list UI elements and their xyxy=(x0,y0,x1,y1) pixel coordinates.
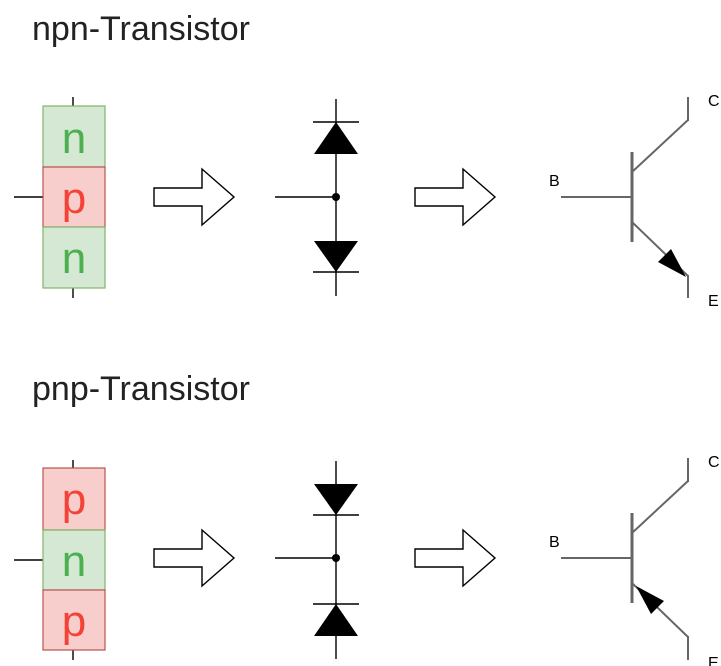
emitter-label: E xyxy=(708,655,719,666)
layer-stack: p n p xyxy=(14,460,106,660)
base-label: B xyxy=(549,173,560,190)
diode-triangle-bottom xyxy=(314,241,358,272)
layer-top xyxy=(42,467,106,531)
hollow-arrow xyxy=(153,529,235,587)
collector-lead xyxy=(631,480,689,534)
npn-section: npn-Transistor n p n xyxy=(14,10,720,310)
layer-bottom xyxy=(42,589,106,651)
layer-middle-label: n xyxy=(62,537,86,586)
section-title: npn-Transistor xyxy=(32,10,250,48)
layer-stack: n p n xyxy=(14,97,106,298)
junction-dot xyxy=(332,193,340,201)
hollow-arrow xyxy=(414,529,496,587)
diode-triangle-top xyxy=(314,122,358,154)
layer-top-label: n xyxy=(62,114,86,163)
transistor-symbol xyxy=(561,97,689,298)
layer-bottom-label: p xyxy=(62,597,86,646)
base-label: B xyxy=(549,534,560,551)
emitter-arrow xyxy=(636,586,664,614)
diode-pair xyxy=(275,461,359,659)
junction-dot xyxy=(332,554,340,562)
pnp-section: pnp-Transistor p n p xyxy=(14,370,720,666)
diode-pair xyxy=(275,99,359,296)
emitter-label: E xyxy=(708,293,719,310)
layer-bottom xyxy=(42,226,106,289)
layer-top xyxy=(42,105,106,168)
layer-top-label: p xyxy=(62,475,86,524)
diode-triangle-bottom xyxy=(314,604,358,636)
transistor-symbol xyxy=(561,458,689,660)
collector-lead xyxy=(631,119,689,173)
section-title: pnp-Transistor xyxy=(32,370,250,408)
hollow-arrow xyxy=(414,168,496,226)
emitter-arrow xyxy=(658,249,686,277)
layer-bottom-label: n xyxy=(62,234,86,283)
collector-label: C xyxy=(708,454,720,471)
collector-label: C xyxy=(708,93,720,110)
hollow-arrow xyxy=(153,168,235,226)
layer-middle-label: p xyxy=(62,174,86,223)
layer-middle xyxy=(42,166,106,228)
diode-triangle-top xyxy=(314,484,358,515)
